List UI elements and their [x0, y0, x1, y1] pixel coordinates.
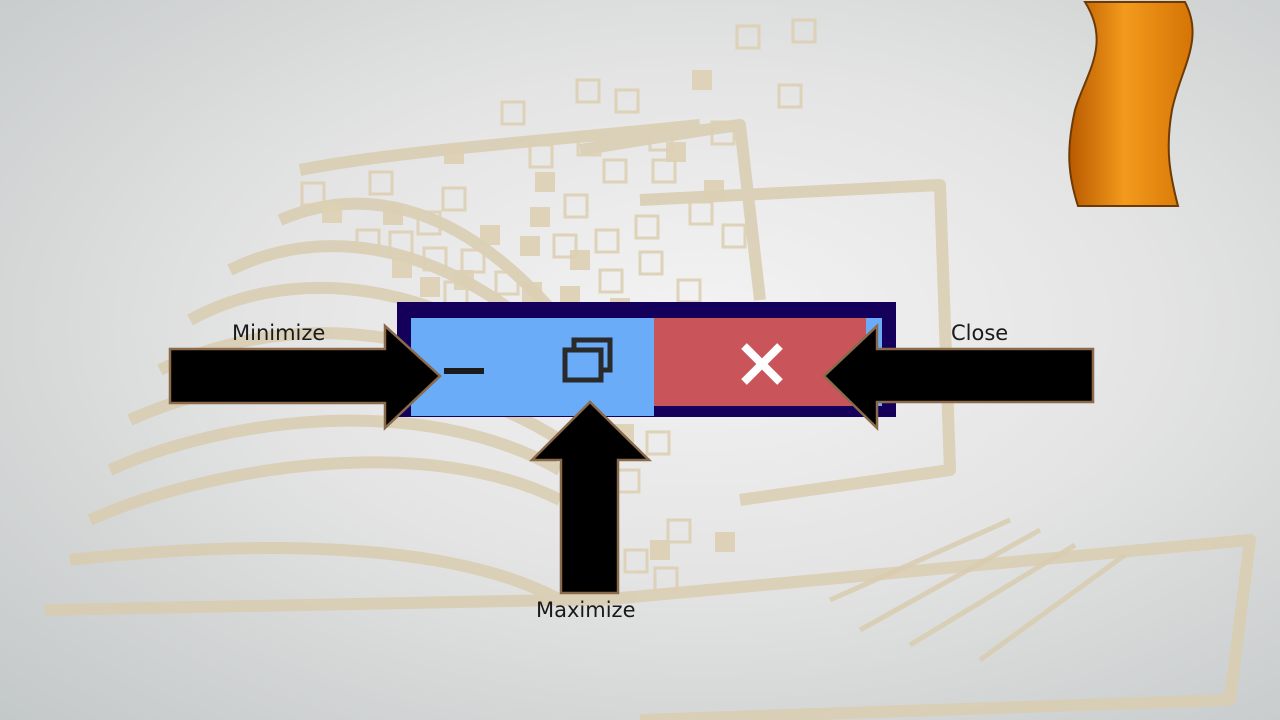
close-label: Close: [951, 321, 1009, 345]
close-icon: [741, 343, 783, 385]
title-bar-edge: [866, 318, 882, 406]
minimize-icon: [444, 368, 484, 374]
maximize-label: Maximize: [536, 598, 636, 622]
restore-icon: [562, 337, 613, 383]
minimize-label: Minimize: [232, 321, 326, 345]
